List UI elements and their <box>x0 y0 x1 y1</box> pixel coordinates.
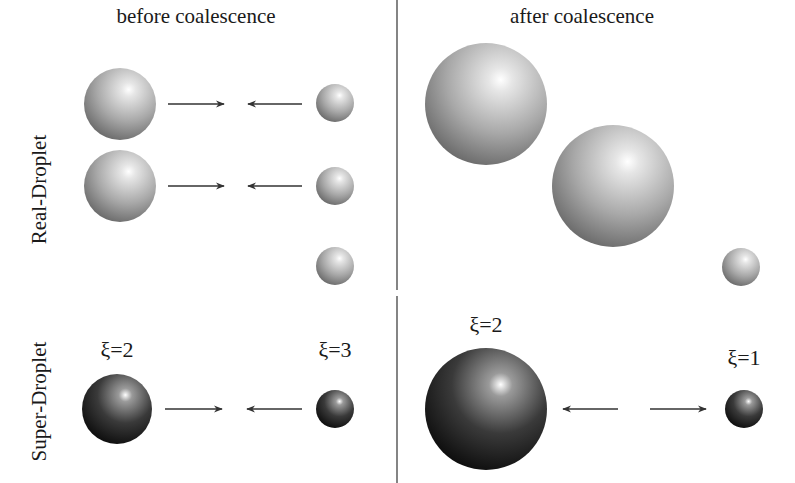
real-droplet <box>84 150 156 222</box>
super-droplet <box>725 390 763 428</box>
super-droplet <box>82 374 152 444</box>
real-droplet <box>425 43 547 165</box>
real-droplet <box>552 125 674 247</box>
real-droplet <box>722 248 760 286</box>
real-droplet <box>84 68 156 140</box>
column-heading: after coalescence <box>510 5 654 28</box>
real-droplet <box>316 247 354 285</box>
multiplicity-label: ξ=2 <box>100 338 133 362</box>
row-label: Real-Droplet <box>28 135 51 245</box>
super-droplet <box>316 390 354 428</box>
divider <box>396 0 397 290</box>
multiplicity-label: ξ=1 <box>727 346 760 370</box>
multiplicity-label: ξ=3 <box>318 338 351 362</box>
row-label: Super-Droplet <box>28 342 51 462</box>
motion-arrows <box>165 104 706 409</box>
super-droplet <box>425 348 547 470</box>
real-droplet <box>316 167 354 205</box>
divider <box>396 296 397 483</box>
multiplicity-label: ξ=2 <box>469 313 502 337</box>
real-droplet <box>316 84 354 122</box>
column-heading: before coalescence <box>116 5 275 28</box>
